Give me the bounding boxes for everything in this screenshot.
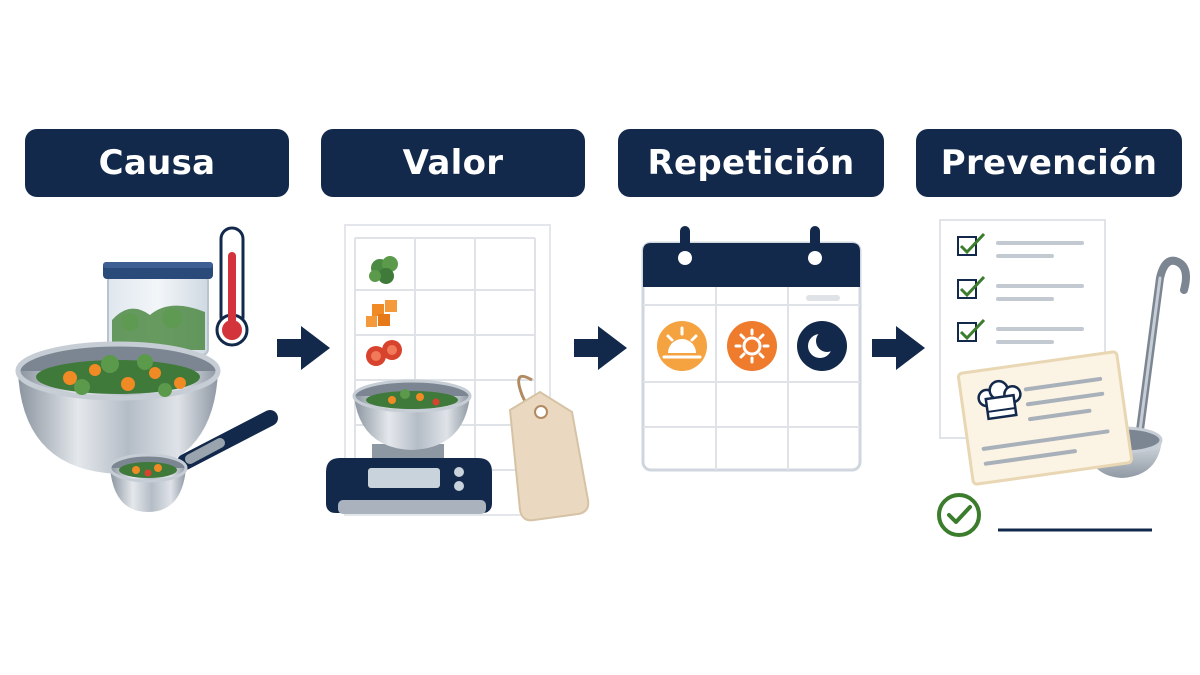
chef-hat-icon — [977, 379, 1022, 421]
check-circle-icon — [937, 493, 981, 537]
flow-arrow-2 — [574, 326, 627, 370]
causa-illustration — [15, 226, 278, 512]
flow-arrow-1 — [277, 326, 330, 370]
stage-title-causa: Causa — [25, 129, 289, 197]
cubes-icon — [366, 300, 397, 327]
tomato-slices-icon — [366, 340, 402, 366]
stage-title-valor: Valor — [321, 129, 585, 197]
food-container-icon — [103, 262, 213, 356]
sunrise-icon — [657, 321, 707, 371]
sun-icon — [727, 321, 777, 371]
stage-title-repeticion: Repetición — [618, 129, 884, 197]
stage-title-prevencion: Prevención — [916, 129, 1182, 197]
recipe-card-icon — [957, 350, 1133, 486]
prevencion-illustration — [937, 219, 1190, 537]
valor-illustration — [326, 224, 590, 522]
thermometer-icon — [215, 226, 249, 347]
flow-arrow-3 — [872, 326, 925, 370]
price-tag-icon — [508, 374, 590, 522]
mixing-bowl-icon — [15, 341, 221, 474]
calendar-icon — [641, 226, 862, 472]
measuring-scoop-icon — [108, 410, 278, 512]
leaf-icon — [369, 256, 398, 284]
moon-icon — [797, 321, 847, 371]
kitchen-scale-icon — [326, 379, 492, 514]
